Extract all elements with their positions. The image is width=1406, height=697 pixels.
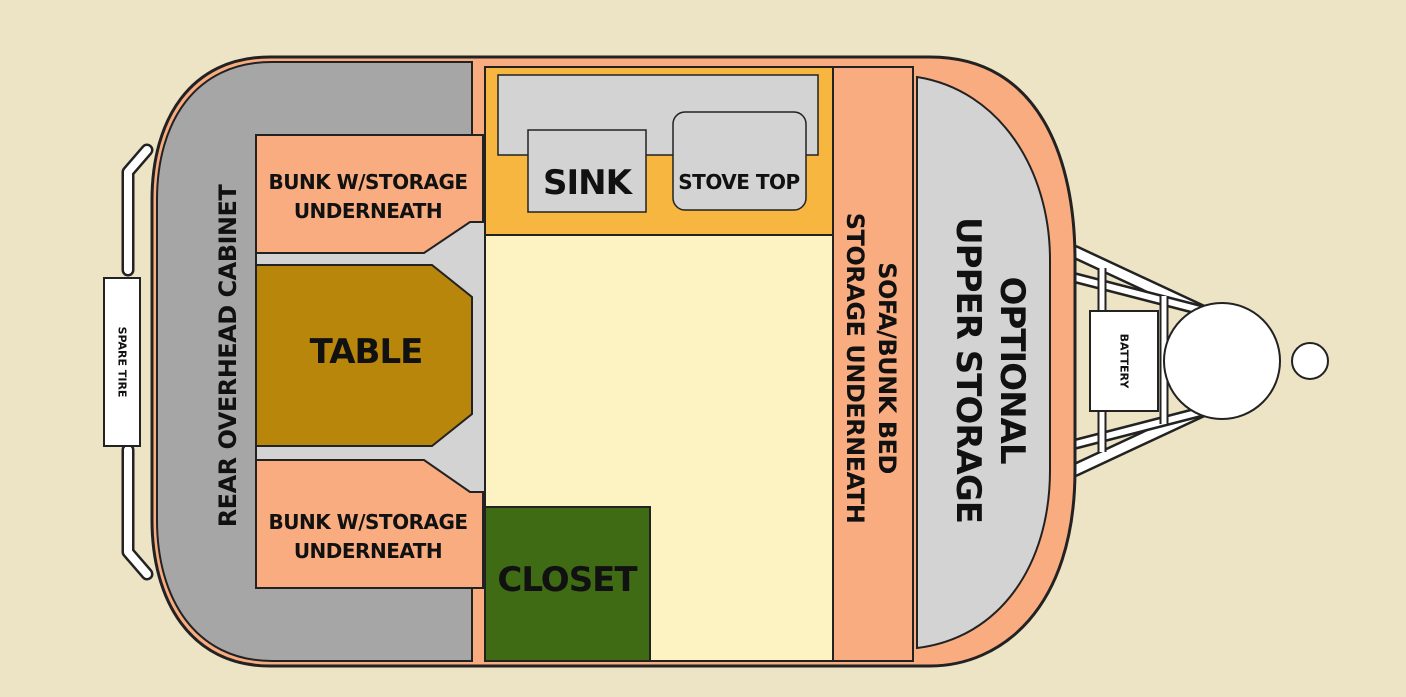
optional-upper-storage bbox=[916, 75, 1051, 650]
upper-storage-label-1: OPTIONAL bbox=[992, 276, 1032, 463]
spare-tire bbox=[103, 277, 141, 447]
sofa-label-1: SOFA/BUNK BED bbox=[873, 262, 901, 474]
table bbox=[255, 264, 473, 447]
sofa-bunk-bed bbox=[832, 66, 914, 662]
table-label: TABLE bbox=[310, 332, 423, 372]
spare-tire-label: SPARE TIRE bbox=[116, 327, 129, 398]
bunk-bottom bbox=[255, 459, 484, 589]
rear-cabinet-label: REAR OVERHEAD CABINET bbox=[214, 184, 242, 528]
stove-top bbox=[672, 111, 807, 211]
sink-label: SINK bbox=[543, 163, 634, 203]
bunk-top bbox=[255, 134, 484, 254]
bunk-bottom-label-1: BUNK W/STORAGE bbox=[268, 510, 467, 534]
closet bbox=[484, 506, 651, 662]
battery-label: BATTERY bbox=[1118, 334, 1131, 390]
upper-storage-label-2: UPPER STORAGE bbox=[948, 217, 988, 523]
hitch-ball bbox=[1291, 342, 1329, 380]
bunk-top-label-2: UNDERNEATH bbox=[294, 199, 442, 223]
rear-overhead-cabinet bbox=[156, 61, 473, 662]
spare-tire-bracket bbox=[121, 143, 154, 581]
closet-label: CLOSET bbox=[497, 560, 638, 600]
battery bbox=[1089, 310, 1159, 412]
sink bbox=[527, 129, 647, 213]
sofa-label-2: STORAGE UNDERNEATH bbox=[841, 213, 869, 524]
bunk-top-label-1: BUNK W/STORAGE bbox=[268, 170, 467, 194]
hitch-coupler bbox=[1163, 302, 1281, 420]
stove-top-label: STOVE TOP bbox=[678, 170, 799, 194]
bunk-bottom-label-2: UNDERNEATH bbox=[294, 539, 442, 563]
